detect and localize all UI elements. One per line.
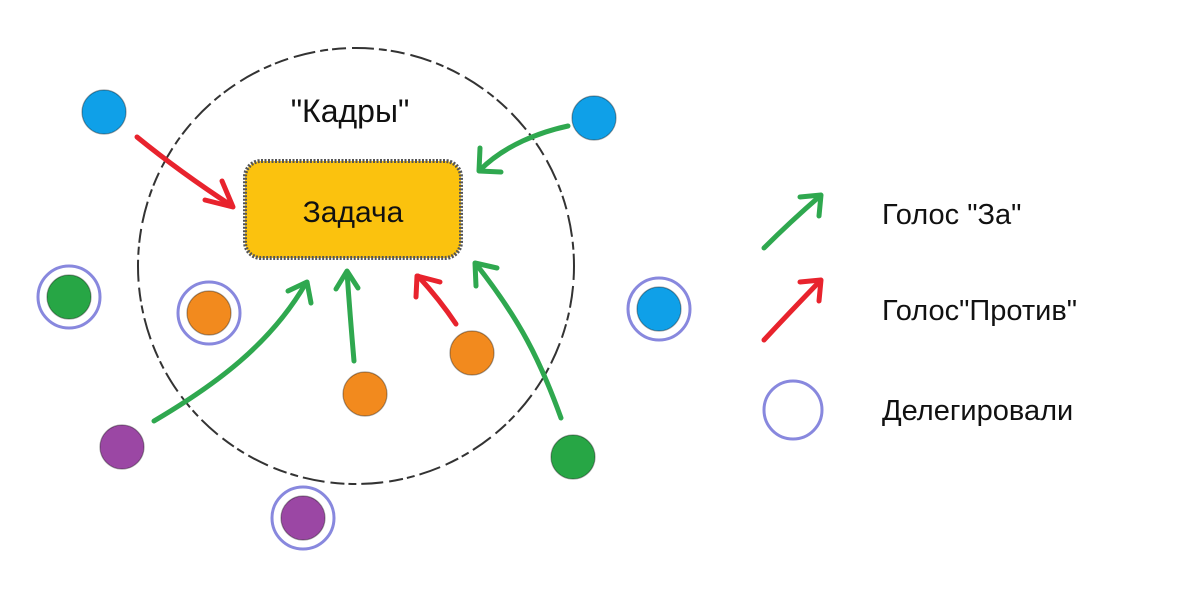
participant-node-orange [342, 371, 388, 417]
task-box [243, 159, 463, 260]
group-boundary-circle [137, 47, 575, 485]
legend: Голос "За" Голос"Против" Делегировали [761, 192, 1077, 441]
participant-node-purple [280, 495, 326, 541]
vote-for-arrow [333, 268, 361, 364]
participant-node-blue [571, 95, 617, 141]
participant-node-blue [81, 89, 127, 135]
legend-delegation-ring-icon [762, 379, 824, 441]
legend-delegated-label: Делегировали [882, 395, 1073, 427]
participant-node-blue [636, 286, 682, 332]
group-label: "Кадры" [291, 93, 410, 129]
participant-node-orange [186, 290, 232, 336]
vote-for-arrow [151, 279, 314, 424]
delegation-ring [626, 276, 692, 342]
participant-node-green [550, 434, 596, 480]
legend-vote-for-arrow [761, 192, 824, 251]
legend-vote-against-label: Голос"Против" [882, 295, 1077, 327]
vote-for-arrow [476, 123, 571, 175]
vote-for-arrow [472, 260, 564, 421]
delegation-ring [36, 264, 102, 330]
legend-vote-for-label: Голос "За" [882, 199, 1021, 231]
participant-node-green [46, 274, 92, 320]
delegation-ring [176, 280, 242, 346]
legend-vote-against-arrow [761, 277, 824, 343]
vote-against-arrow [134, 134, 236, 210]
participant-node-purple [99, 424, 145, 470]
delegation-ring [270, 485, 336, 551]
vote-against-arrow [413, 273, 459, 327]
task-label: Задача [303, 196, 404, 229]
participant-node-orange [449, 330, 495, 376]
